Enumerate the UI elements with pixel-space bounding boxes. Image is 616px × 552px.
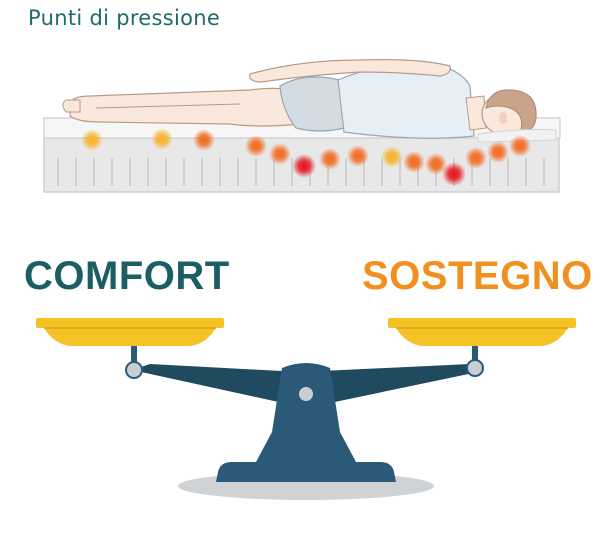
right-hanger-joint <box>466 359 484 377</box>
balance-scale <box>0 300 616 547</box>
mattress-illustration <box>0 0 616 230</box>
mattress-icon <box>43 59 561 193</box>
left-scale-pan <box>36 318 224 346</box>
scale-base <box>216 462 396 482</box>
scale-pivot <box>299 387 313 401</box>
comfort-label: COMFORT <box>24 254 230 298</box>
balance-scale-icon <box>36 318 576 500</box>
sostegno-label: SOSTEGNO <box>362 254 593 298</box>
scale-pillar <box>256 363 356 462</box>
pressure-points <box>81 128 531 186</box>
diagram-title: Punti di pressione <box>28 6 221 30</box>
person-lying-icon <box>62 59 537 139</box>
right-scale-pan <box>388 318 576 346</box>
left-hanger-joint <box>125 361 143 379</box>
